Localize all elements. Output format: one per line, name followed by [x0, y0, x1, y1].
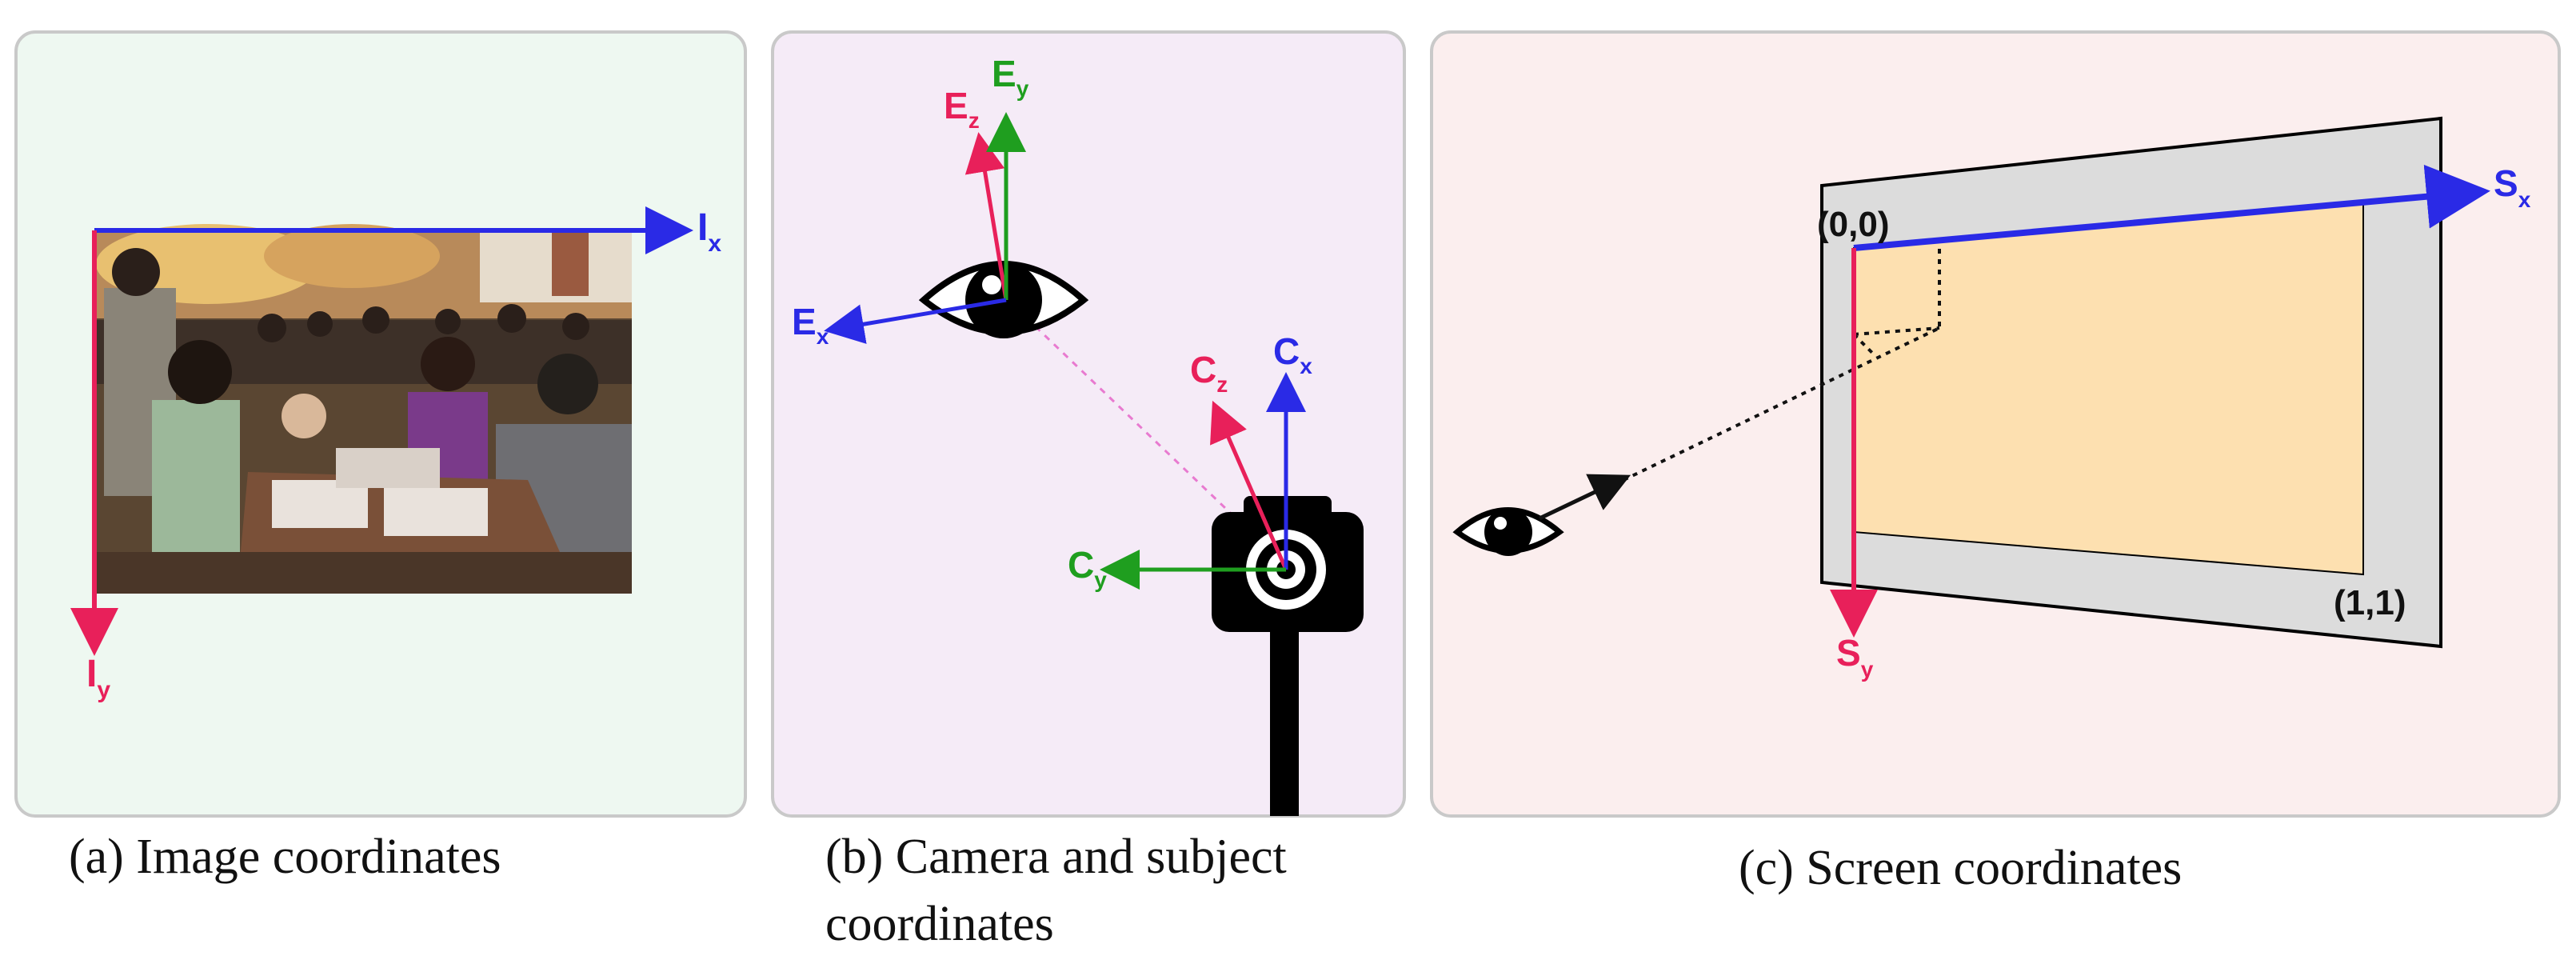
gaze-direction-arrow: [1538, 474, 1631, 521]
camera-z-axis: [1210, 400, 1288, 570]
eye-y-label: Ey: [992, 53, 1029, 101]
camera-z-label: Cz: [1190, 349, 1228, 397]
eye-icon: [1452, 507, 1564, 556]
eye-z-label: Ez: [944, 85, 980, 133]
eye-x-label: Ex: [792, 301, 829, 349]
panel-image-coordinates: Ix Iy: [14, 30, 747, 818]
screen-y-label: Sy: [1836, 632, 1874, 682]
eye-x-axis: [824, 298, 1007, 344]
image-y-axis-label: Iy: [86, 653, 110, 703]
projection-guide-horizontal: [1853, 326, 1940, 336]
caption-b: (b) Camera and subject coordinates: [825, 824, 1433, 958]
screen-x-label: Sx: [2494, 162, 2531, 212]
camera-icon: [1212, 496, 1364, 816]
eye-z-axis: [965, 132, 1008, 301]
caption-a: (a) Image coordinates: [69, 830, 501, 884]
gaze-ray: [1623, 326, 1940, 482]
screen-display: [1853, 200, 2364, 576]
caption-c: (c) Screen coordinates: [1739, 841, 2183, 895]
origin-label: (0,0): [1817, 205, 1889, 244]
projection-guide-diagonal: [1852, 333, 1877, 358]
photo-image: [94, 224, 632, 594]
panel-screen-coordinates: (0,0) (1,1) Sx Sy: [1430, 30, 2561, 818]
caption-b-line2: coordinates: [825, 896, 1054, 951]
camera-x-label: Cx: [1273, 330, 1312, 378]
image-x-axis-label: Ix: [697, 206, 721, 257]
caption-b-line1: (b) Camera and subject: [825, 830, 1287, 884]
camera-y-label: Cy: [1068, 544, 1107, 592]
panel-b-background: [771, 30, 1406, 818]
panel-camera-subject-coordinates: Ez Ey Ex Cz Cx Cy: [771, 30, 1406, 818]
corner-label: (1,1): [2334, 583, 2406, 622]
screen-x-axis: [1853, 164, 2490, 251]
